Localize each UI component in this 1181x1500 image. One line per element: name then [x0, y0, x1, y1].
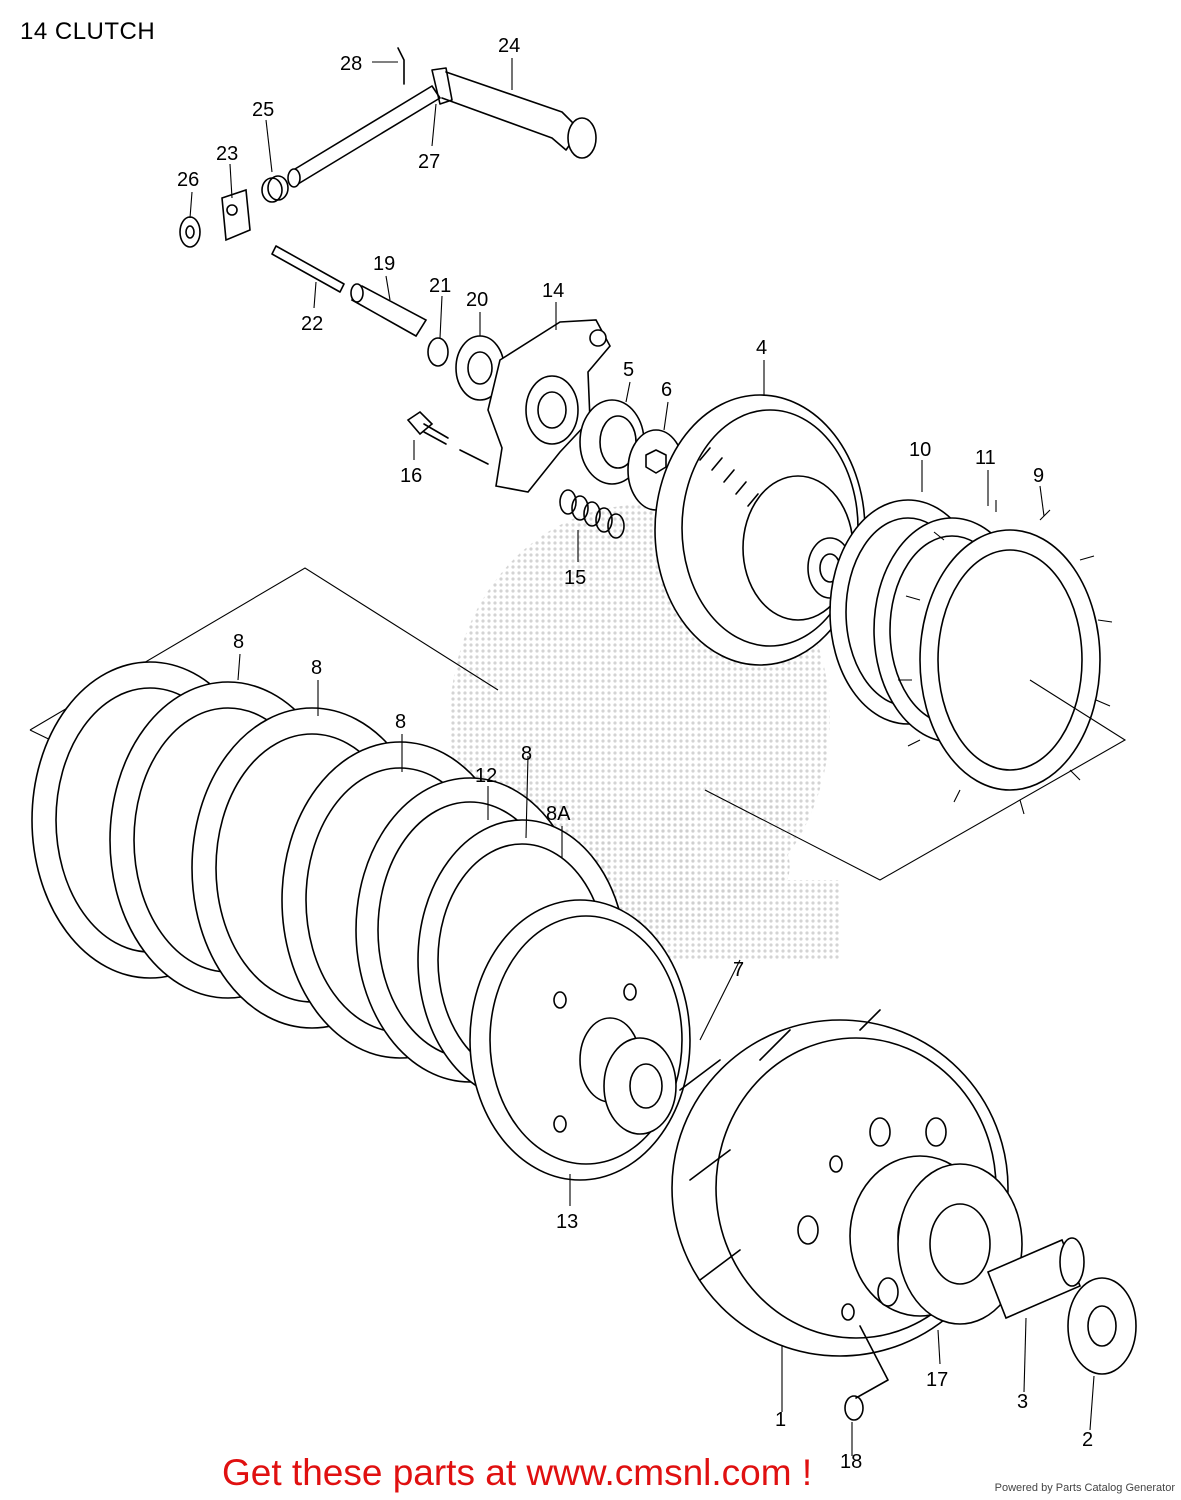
callout-1: 1: [775, 1409, 786, 1431]
callout-17: 17: [926, 1369, 948, 1391]
get-parts-link[interactable]: Get these parts at www.cmsnl.com !: [222, 1452, 813, 1493]
callout-7: 7: [733, 959, 744, 981]
callout-8-d: 8: [521, 743, 532, 765]
callout-5: 5: [623, 359, 634, 381]
collar-pin: [844, 1325, 889, 1421]
callout-numbers: 28 24 25 23 26 27 19 21 20 14 22 5 6 4 1…: [177, 35, 1093, 1473]
callout-20: 20: [466, 289, 488, 311]
callout-22: 22: [301, 313, 323, 335]
drive-gear: [897, 1163, 1023, 1325]
callout-8-c: 8: [395, 711, 406, 733]
pressure-plate: [469, 899, 691, 1181]
callout-28: 28: [340, 53, 362, 75]
page-title: 14 CLUTCH: [20, 18, 156, 45]
release-shaft-assembly: [287, 47, 597, 188]
callout-12: 12: [475, 765, 497, 787]
release-housing: [487, 319, 611, 493]
callout-10: 10: [909, 439, 931, 461]
callout-21: 21: [429, 275, 451, 297]
callout-16: 16: [400, 465, 422, 487]
push-rod-group: [271, 245, 505, 401]
callout-4: 4: [756, 337, 767, 359]
callout-18: 18: [840, 1451, 862, 1473]
callout-leaders: [189, 58, 1095, 1456]
callout-11: 11: [975, 447, 996, 469]
callout-8-a: 8: [233, 631, 244, 653]
callout-19: 19: [373, 253, 395, 275]
callout-27: 27: [418, 151, 440, 173]
callout-25: 25: [252, 99, 274, 121]
callout-24: 24: [498, 35, 520, 57]
callout-9: 9: [1033, 465, 1044, 487]
callout-23: 23: [216, 143, 238, 165]
callout-6: 6: [661, 379, 672, 401]
powered-by-text: Powered by Parts Catalog Generator: [994, 1482, 1175, 1494]
bolt-and-springs: [406, 410, 625, 539]
upper-plate-stack: [829, 499, 1113, 815]
callout-2: 2: [1082, 1429, 1093, 1451]
return-spring-group: [179, 175, 289, 248]
callout-13: 13: [556, 1211, 578, 1233]
callout-8-b: 8: [311, 657, 322, 679]
thrust-washer: [1067, 1277, 1137, 1375]
callout-8A: 8A: [546, 803, 571, 825]
spacer-sleeve: [986, 1237, 1085, 1320]
callout-26: 26: [177, 169, 199, 191]
callout-15: 15: [564, 567, 586, 589]
callout-3: 3: [1017, 1391, 1028, 1413]
callout-14: 14: [542, 280, 564, 302]
clutch-hub: [654, 394, 866, 666]
